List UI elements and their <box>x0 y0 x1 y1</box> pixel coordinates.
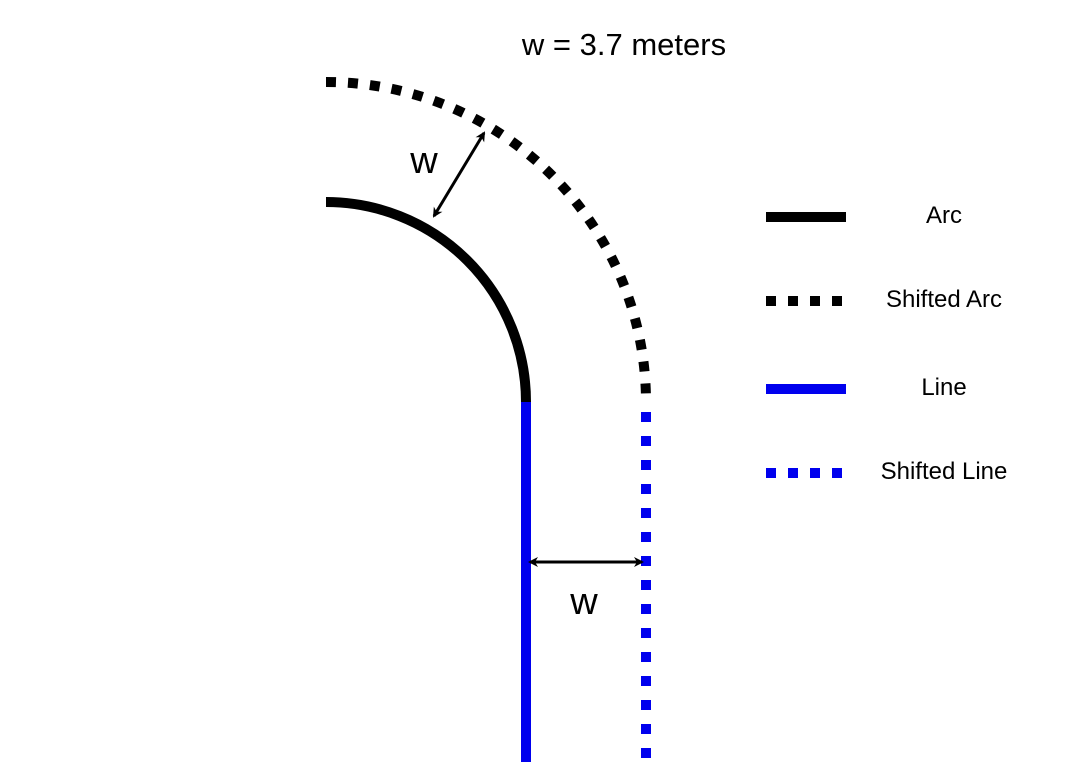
line-offset-label: w <box>569 581 598 623</box>
legend-label-shifted-line: Shifted Line <box>881 458 1008 485</box>
arc-offset-arrow <box>432 131 486 218</box>
legend-item-line: Line <box>766 374 967 401</box>
legend-item-shifted-line: Shifted Line <box>766 458 1007 485</box>
shifted-arc-curve <box>325 77 651 403</box>
legend-label-shifted-arc: Shifted Arc <box>886 286 1002 313</box>
arc-curve <box>325 197 531 403</box>
legend-item-shifted-arc: Shifted Arc <box>766 286 1002 313</box>
legend-item-arc: Arc <box>766 202 962 229</box>
legend-label-arc: Arc <box>926 202 962 229</box>
arc-offset-label: w <box>409 140 438 182</box>
diagram-title: w = 3.7 meters <box>521 27 726 62</box>
legend: Arc Shifted Arc Line Shifted Line <box>766 202 1007 485</box>
legend-label-line: Line <box>921 374 966 401</box>
